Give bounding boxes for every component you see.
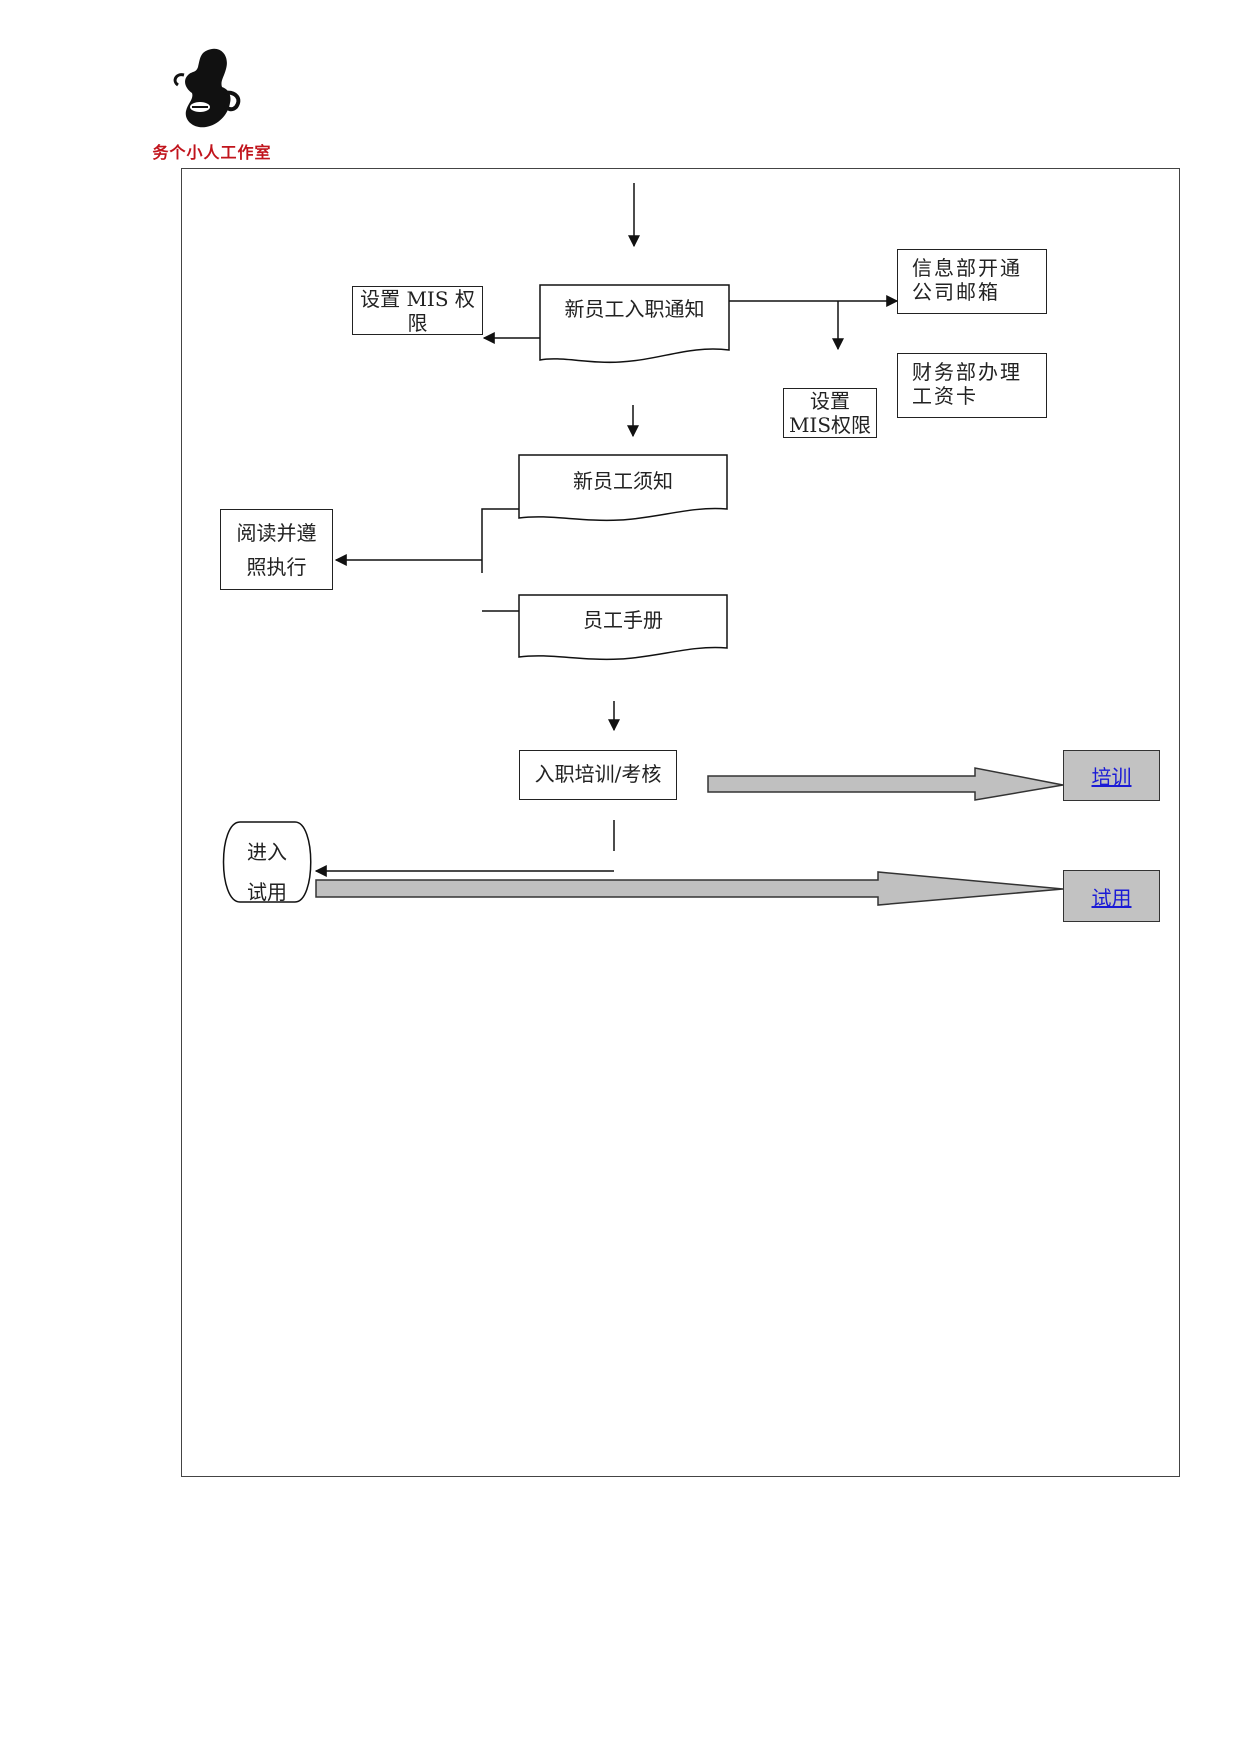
node-new-hire-notice: 新员工入职通知	[540, 285, 729, 335]
node-employee-handbook: 员工手册	[519, 595, 727, 645]
bracket-guide-handbook	[481, 508, 519, 573]
block-arrow-training	[707, 767, 1064, 801]
training-link[interactable]: 培训	[1091, 765, 1132, 789]
node-new-hire-guide-label: 新员工须知	[573, 469, 673, 493]
node-new-hire-notice-label: 新员工入职通知	[564, 297, 705, 321]
node-set-mis-right-label: 设置 MIS权限	[788, 389, 872, 437]
node-finance-payroll-label: 财务部办理工资卡	[912, 360, 1022, 408]
node-finance-payroll: 财务部办理工资卡	[897, 353, 1047, 418]
node-set-mis-left-label: 设置 MIS 权限	[360, 287, 475, 335]
studio-name: 务个小人工作室	[152, 143, 272, 162]
doc-shape-guide	[518, 454, 728, 522]
node-read-follow: 阅读并遵照执行	[220, 509, 333, 590]
block-arrow-probation	[315, 871, 1064, 906]
node-induction-training-label: 入职培训/考核	[534, 762, 662, 786]
node-it-email: 信息部开通公司邮箱	[897, 249, 1047, 314]
doc-shape-notice	[539, 284, 730, 364]
node-employee-handbook-label: 员工手册	[583, 608, 663, 632]
terminator-shape-probation	[222, 821, 312, 903]
training-link-box[interactable]: 培训	[1063, 750, 1160, 801]
node-enter-probation: 进入试用期	[222, 822, 312, 902]
doc-shape-handbook	[518, 594, 728, 661]
node-enter-probation-label: 进入试用期	[247, 840, 287, 902]
node-set-mis-right: 设置 MIS权限	[783, 388, 877, 438]
node-new-hire-guide: 新员工须知	[519, 455, 727, 505]
probation-link-box[interactable]: 试用	[1063, 870, 1160, 922]
node-set-mis-left: 设置 MIS 权限	[352, 286, 483, 335]
flowchart-frame	[181, 168, 1180, 1477]
node-induction-training: 入职培训/考核	[519, 750, 677, 800]
node-it-email-label: 信息部开通公司邮箱	[912, 256, 1022, 304]
probation-link[interactable]: 试用	[1091, 885, 1132, 910]
node-read-follow-label: 阅读并遵照执行	[236, 521, 317, 579]
